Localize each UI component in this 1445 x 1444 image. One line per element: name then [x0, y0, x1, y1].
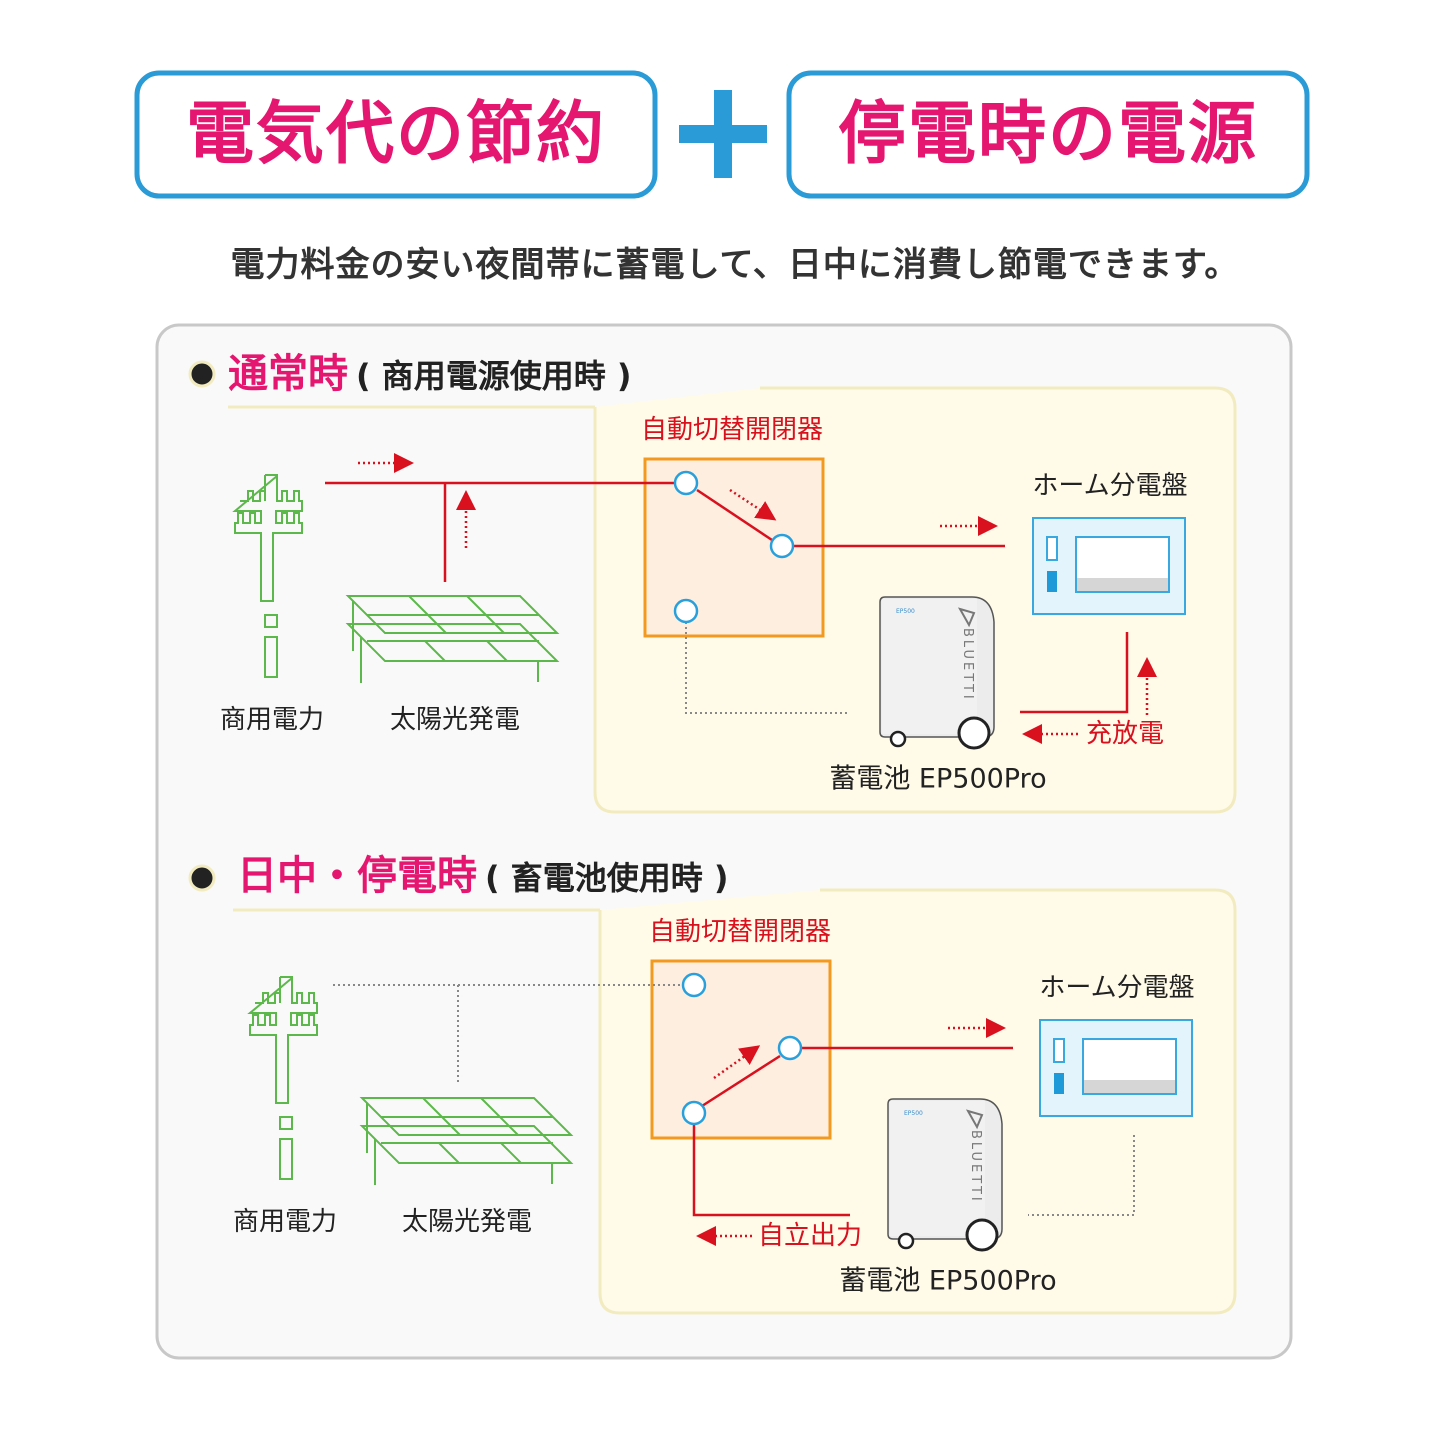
heading-main: 通常時 [228, 351, 348, 397]
panel-label: ホーム分電盤 [1039, 973, 1195, 1003]
section-outage-graphics [188, 864, 1237, 1315]
heading-note: ( 商用電源使用時 ) [356, 357, 632, 395]
solar-label: 太陽光発電 [389, 705, 521, 735]
heading-note: ( 畜電池使用時 ) [485, 859, 729, 897]
battery-label: 蓄電池 EP500Pro [829, 763, 1047, 795]
battery-brand-logo: BLUETTI [960, 628, 975, 702]
distribution-board-icon [1032, 517, 1186, 615]
section-heading-outage: 日中・停電時( 畜電池使用時 ) [237, 856, 729, 896]
grid-label: 商用電力 [232, 1207, 338, 1237]
battery-icon [878, 595, 996, 750]
grid-label: 商用電力 [219, 705, 325, 735]
subtitle: 電力料金の安い夜間帯に蓄電して、日中に消費し節電できます。 [230, 245, 1240, 285]
distribution-board-icon [1039, 1019, 1193, 1117]
heading-main: 日中・停電時 [237, 853, 477, 899]
title-box-left [134, 70, 658, 199]
title-outage-power: 停電時の電源 [837, 95, 1259, 174]
section-normal-graphics [188, 360, 1237, 814]
battery-label: 蓄電池 EP500Pro [839, 1265, 1057, 1297]
section-heading-normal: 通常時( 商用電源使用時 ) [228, 354, 632, 394]
solar-label: 太陽光発電 [401, 1207, 533, 1237]
switch-label: 自動切替開閉器 [648, 917, 832, 947]
switch-label: 自動切替開閉器 [640, 415, 824, 445]
flow-label: 自立出力 [757, 1221, 863, 1251]
battery-icon [886, 1097, 1004, 1252]
title-electricity-savings: 電気代の節約 [185, 95, 607, 174]
transfer-switch-box [650, 959, 832, 1140]
transfer-switch-box [643, 457, 825, 638]
battery-brand-logo: BLUETTI [968, 1130, 983, 1204]
flow-label: 充放電 [1085, 719, 1165, 749]
title-box-right [786, 70, 1310, 199]
plus-icon [679, 90, 767, 178]
panel-label: ホーム分電盤 [1032, 471, 1188, 501]
